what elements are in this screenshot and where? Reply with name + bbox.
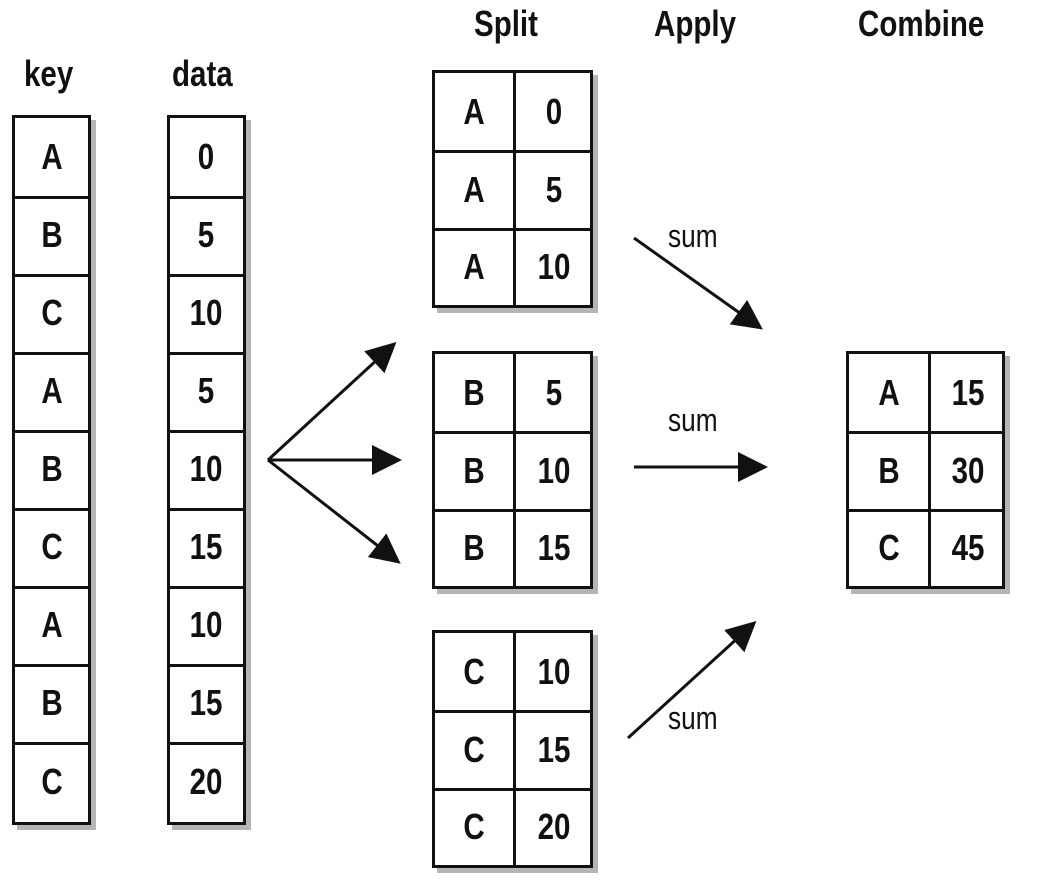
- key-cell: A: [40, 370, 63, 411]
- key-cell: C: [40, 761, 63, 802]
- split-key-cell: B: [463, 527, 485, 568]
- split-key-cell: C: [463, 651, 485, 692]
- key-cell: A: [40, 604, 63, 645]
- combined-key-cell: B: [877, 450, 900, 491]
- combined-value-cell: 15: [951, 372, 985, 413]
- split-value-cell: 5: [546, 169, 563, 210]
- split-value-cell: 5: [546, 372, 563, 413]
- split-group-b: B 5 B 10 B 15: [432, 351, 593, 589]
- apply-arrow-c: [626, 620, 757, 740]
- data-cell: 5: [198, 370, 215, 411]
- split-group-c: C 10 C 15 C 20: [432, 630, 593, 868]
- apply-header: Apply: [654, 3, 737, 44]
- key-column: A B C A B C A B C: [12, 115, 91, 825]
- combined-value-cell: 30: [951, 450, 985, 491]
- data-cell: 5: [198, 214, 215, 255]
- combine-header: Combine: [858, 3, 985, 44]
- split-value-cell: 15: [538, 527, 571, 568]
- key-cell: B: [40, 448, 63, 489]
- key-header: key: [24, 53, 74, 94]
- data-cell: 15: [190, 526, 223, 567]
- split-value-cell: 10: [538, 246, 571, 287]
- split-arrow-down: [267, 458, 401, 564]
- split-value-cell: 10: [538, 651, 571, 692]
- apply-arrow-a: [633, 236, 763, 330]
- split-key-cell: A: [463, 91, 485, 132]
- data-cell: 0: [198, 136, 215, 177]
- combined-key-cell: C: [877, 527, 900, 568]
- split-key-cell: A: [463, 169, 485, 210]
- key-cell: C: [40, 292, 63, 333]
- key-cell: C: [40, 526, 63, 567]
- split-value-cell: 20: [538, 806, 571, 847]
- data-cell: 10: [190, 292, 223, 333]
- combined-value-cell: 45: [951, 527, 985, 568]
- split-key-cell: A: [463, 246, 485, 287]
- data-cell: 20: [190, 761, 223, 802]
- split-arrow-up: [266, 341, 397, 462]
- data-column: 0 5 10 5 10 15 10 15 20: [167, 115, 246, 825]
- data-cell: 10: [190, 448, 223, 489]
- split-header: Split: [474, 3, 538, 44]
- key-cell: A: [40, 136, 63, 177]
- split-key-cell: B: [463, 372, 485, 413]
- apply-label-sum: sum: [668, 218, 718, 254]
- split-key-cell: B: [463, 450, 485, 491]
- split-value-cell: 10: [538, 450, 571, 491]
- split-value-cell: 15: [538, 729, 571, 770]
- data-header: data: [172, 53, 233, 94]
- key-cell: B: [40, 682, 63, 723]
- combined-table: A 15 B 30 C 45: [846, 351, 1005, 589]
- split-key-cell: C: [463, 729, 485, 770]
- data-cell: 15: [190, 682, 223, 723]
- combined-key-cell: A: [877, 372, 900, 413]
- data-cell: 10: [190, 604, 223, 645]
- apply-label-sum: sum: [668, 402, 718, 438]
- apply-label-sum: sum: [668, 700, 718, 736]
- split-key-cell: C: [463, 806, 485, 847]
- split-group-a: A 0 A 5 A 10: [432, 70, 593, 308]
- key-cell: B: [40, 214, 63, 255]
- split-value-cell: 0: [546, 91, 563, 132]
